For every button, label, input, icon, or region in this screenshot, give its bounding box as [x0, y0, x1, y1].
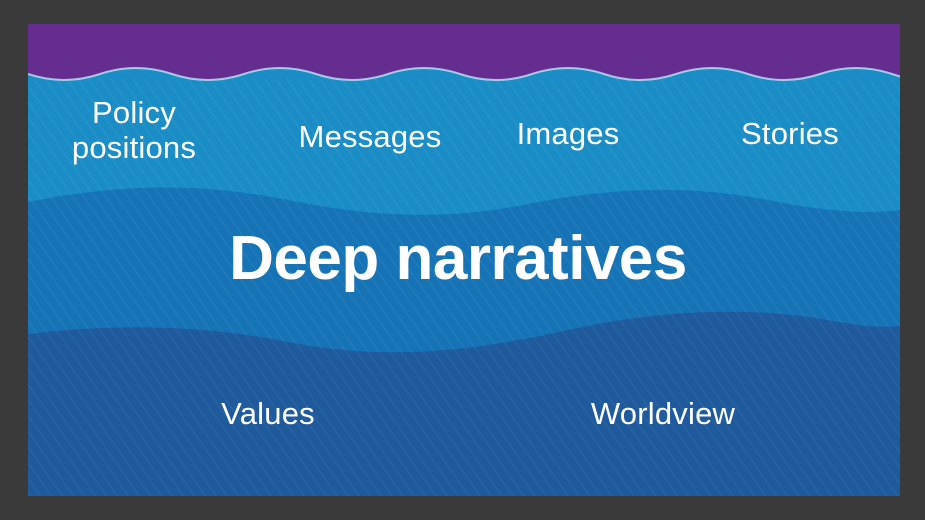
label-messages: Messages: [298, 119, 442, 154]
label-deep-narratives: Deep narratives: [229, 224, 687, 293]
label-policy-positions: Policy positions: [71, 95, 197, 165]
water-texture: [28, 79, 900, 496]
label-images: Images: [516, 116, 620, 151]
label-worldview: Worldview: [590, 396, 736, 431]
slide: Policy positions Messages Images Stories…: [28, 24, 900, 496]
ocean-layers-illustration: [28, 24, 900, 496]
label-stories: Stories: [741, 116, 839, 151]
label-values: Values: [221, 396, 315, 431]
